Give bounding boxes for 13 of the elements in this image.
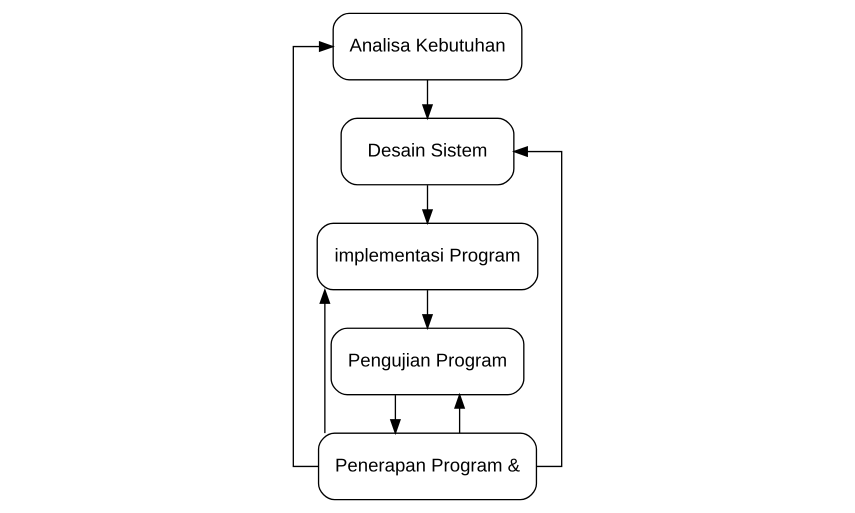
- arrow: [422, 185, 434, 226]
- arrow: [319, 288, 330, 434]
- node-box: Desain Sistem: [340, 118, 515, 186]
- node-box: implementasi Program: [316, 222, 538, 290]
- arrow: [454, 392, 466, 433]
- arrow: [512, 146, 562, 468]
- arrow: [292, 41, 335, 468]
- node-box: Pengujian Program: [330, 328, 524, 396]
- arrow: [422, 80, 434, 120]
- arrow: [390, 395, 401, 436]
- node-box: Penerapan Program &: [318, 432, 538, 500]
- node-box: Analisa Kebutuhan: [332, 12, 522, 80]
- arrow: [422, 290, 434, 330]
